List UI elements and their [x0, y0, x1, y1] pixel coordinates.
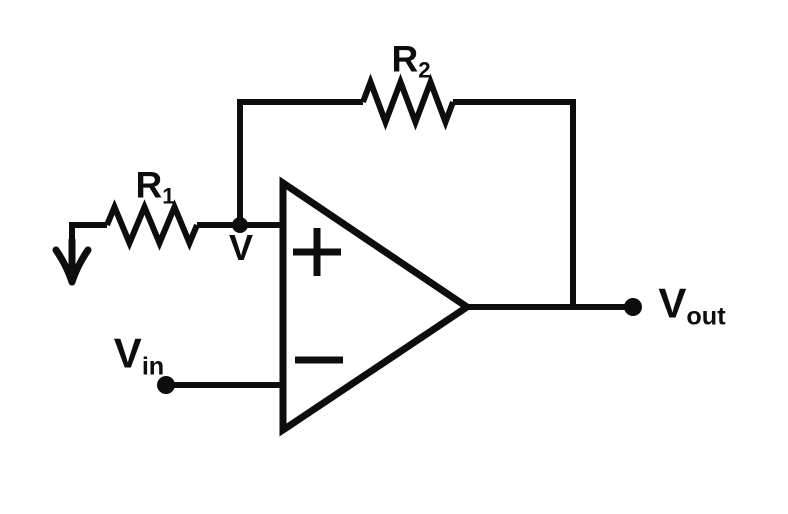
plus-icon — [293, 228, 341, 276]
vout-label-sub: out — [686, 302, 726, 331]
resistor-r2-symbol — [360, 73, 456, 131]
vout-label-main: V — [658, 279, 687, 327]
r1-label: R1 — [135, 166, 174, 207]
feedback-wire-right — [453, 99, 576, 307]
r1-label-sub: 1 — [162, 183, 175, 209]
vin-label: Vin — [114, 332, 164, 379]
node-v-label: V — [229, 230, 253, 266]
r2-label-sub: 2 — [418, 57, 431, 83]
vin-label-sub: in — [141, 352, 165, 381]
node-dot — [232, 217, 248, 233]
vin-label-main: V — [113, 329, 142, 377]
vout-label: Vout — [658, 282, 725, 329]
feedback-wire-left — [237, 99, 363, 225]
r1-label-main: R — [135, 164, 163, 206]
opamp-triangle — [279, 176, 474, 437]
vout-terminal-dot — [624, 298, 642, 316]
r2-label: R2 — [391, 40, 430, 81]
vin-terminal-dot — [157, 376, 175, 394]
r2-label-main: R — [391, 38, 419, 80]
ground-arrow-icon — [52, 236, 92, 286]
resistor-r1-symbol — [104, 199, 200, 251]
node-v-label-main: V — [228, 227, 254, 268]
